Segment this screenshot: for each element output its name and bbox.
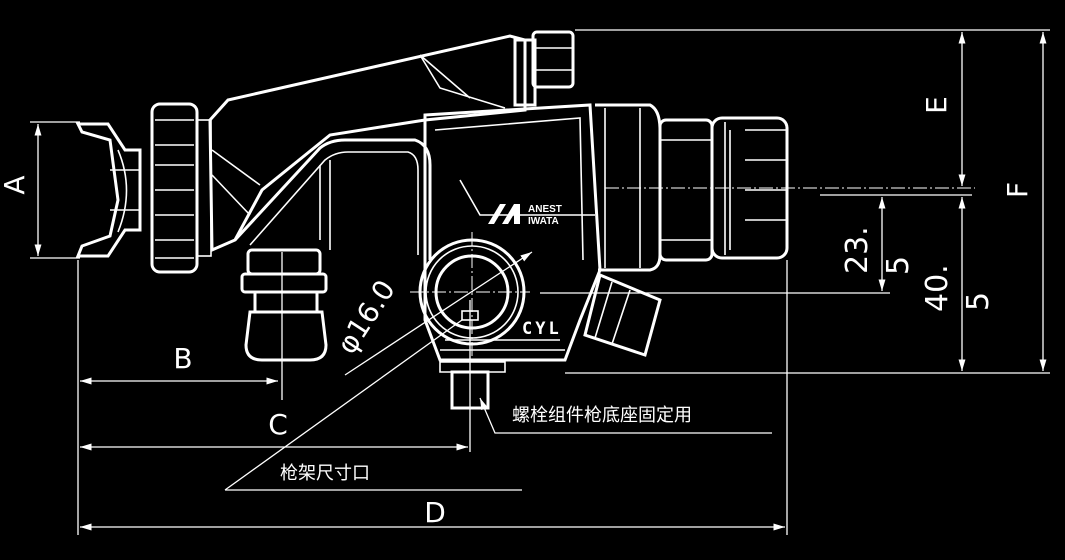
frame: [233, 138, 432, 260]
dim-label-a: A: [0, 175, 31, 194]
dim-label-f: F: [1001, 182, 1034, 198]
dim-label-c: C: [268, 408, 288, 441]
lower-fitting: [240, 248, 328, 362]
main-body: [423, 103, 602, 362]
diameter-label: φ16.0: [330, 274, 402, 360]
mount-hole: [410, 232, 530, 360]
dim-label-e: E: [920, 96, 953, 114]
air-cap: [75, 122, 142, 258]
svg-text:ANEST: ANEST: [528, 204, 562, 215]
dim-23-5-line1: 23.: [840, 226, 875, 274]
dim-label-b: B: [173, 342, 192, 375]
dim-label-d: D: [424, 496, 446, 529]
bottom-bolt: [439, 361, 506, 410]
dim-40-5-line1: 40.: [920, 264, 955, 312]
dimension-lines: [30, 29, 1050, 535]
air-inlet-fitting: [583, 272, 662, 357]
top-fitting: [513, 30, 575, 107]
note-mount: 枪架尺寸口: [280, 463, 370, 484]
dim-40-5-line2: 5: [961, 292, 996, 311]
brand-logo: ANEST IWATA: [488, 204, 562, 227]
note-bolt: 螺栓组件枪底座固定用: [512, 405, 692, 426]
retaining-ring: [150, 102, 212, 274]
svg-text:IWATA: IWATA: [528, 216, 559, 227]
dim-23-5-line2: 5: [881, 256, 916, 275]
cyl-marking: CYL: [522, 319, 562, 339]
